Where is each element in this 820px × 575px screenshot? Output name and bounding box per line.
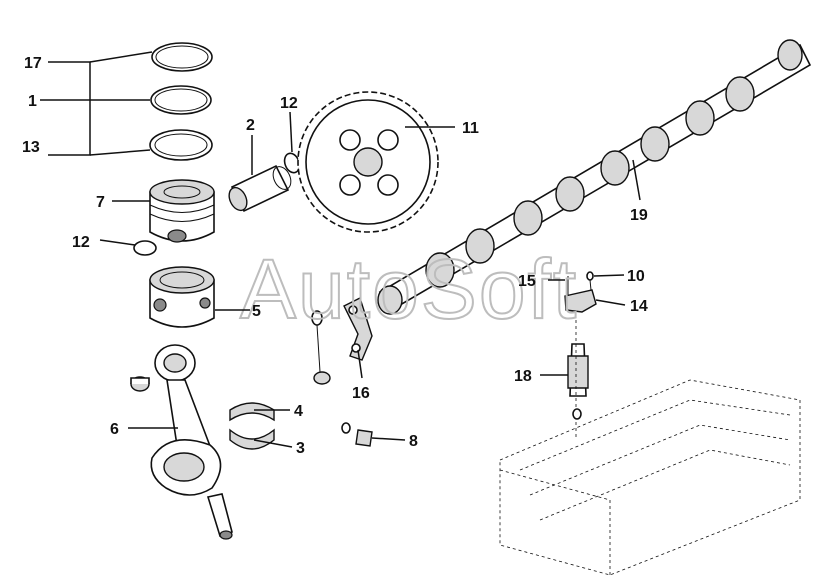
callout-1: 1 bbox=[28, 93, 37, 110]
small-bolt bbox=[586, 271, 594, 291]
callout-5: 5 bbox=[252, 303, 261, 320]
piston-ring-top bbox=[151, 42, 213, 72]
callout-3: 3 bbox=[296, 440, 305, 457]
callout-10: 10 bbox=[627, 268, 645, 285]
rocker-bracket bbox=[564, 276, 597, 313]
leader-10 bbox=[593, 274, 625, 277]
callout-7: 7 bbox=[96, 194, 105, 211]
piston bbox=[149, 179, 215, 243]
callout-18: 18 bbox=[514, 368, 532, 385]
thrust-plate bbox=[343, 297, 373, 361]
thrust-plate-bolt bbox=[311, 310, 331, 385]
callout-12a: 12 bbox=[72, 234, 90, 251]
small-end-bushing bbox=[130, 376, 150, 392]
plug-with-washer bbox=[341, 422, 373, 447]
bearing-shell-lower bbox=[229, 428, 275, 450]
camshaft bbox=[377, 39, 812, 315]
cylinder-head bbox=[499, 379, 801, 575]
leader-12a bbox=[99, 239, 136, 246]
callout-17: 17 bbox=[24, 55, 42, 72]
callout-4: 4 bbox=[294, 403, 303, 420]
leader-14 bbox=[595, 299, 626, 306]
piston-skirt bbox=[149, 266, 215, 328]
piston-pin bbox=[228, 164, 292, 213]
leader-3 bbox=[253, 439, 293, 448]
leader-8 bbox=[371, 437, 406, 441]
bearing-shell-upper bbox=[229, 402, 275, 422]
bracket-ring-set bbox=[40, 51, 153, 156]
camshaft-gear bbox=[297, 91, 439, 233]
callout-15: 15 bbox=[518, 273, 536, 290]
callout-16: 16 bbox=[352, 385, 370, 402]
callout-11: 11 bbox=[462, 120, 479, 137]
callout-6: 6 bbox=[110, 421, 119, 438]
callout-12b: 12 bbox=[280, 95, 298, 112]
piston-ring-oil bbox=[149, 129, 213, 161]
piston-ring-middle bbox=[150, 85, 212, 115]
callout-13: 13 bbox=[22, 139, 40, 156]
leader-19 bbox=[632, 159, 641, 201]
watermark: AutoSoft bbox=[240, 242, 578, 336]
callout-14: 14 bbox=[630, 298, 648, 315]
snap-ring-lower bbox=[133, 240, 157, 256]
callout-2: 2 bbox=[246, 117, 255, 134]
connecting-rod bbox=[150, 344, 233, 540]
callout-19: 19 bbox=[630, 207, 648, 224]
injector bbox=[567, 320, 589, 440]
leader-12b bbox=[289, 111, 293, 153]
leader-16 bbox=[357, 349, 363, 379]
callout-8: 8 bbox=[409, 433, 418, 450]
